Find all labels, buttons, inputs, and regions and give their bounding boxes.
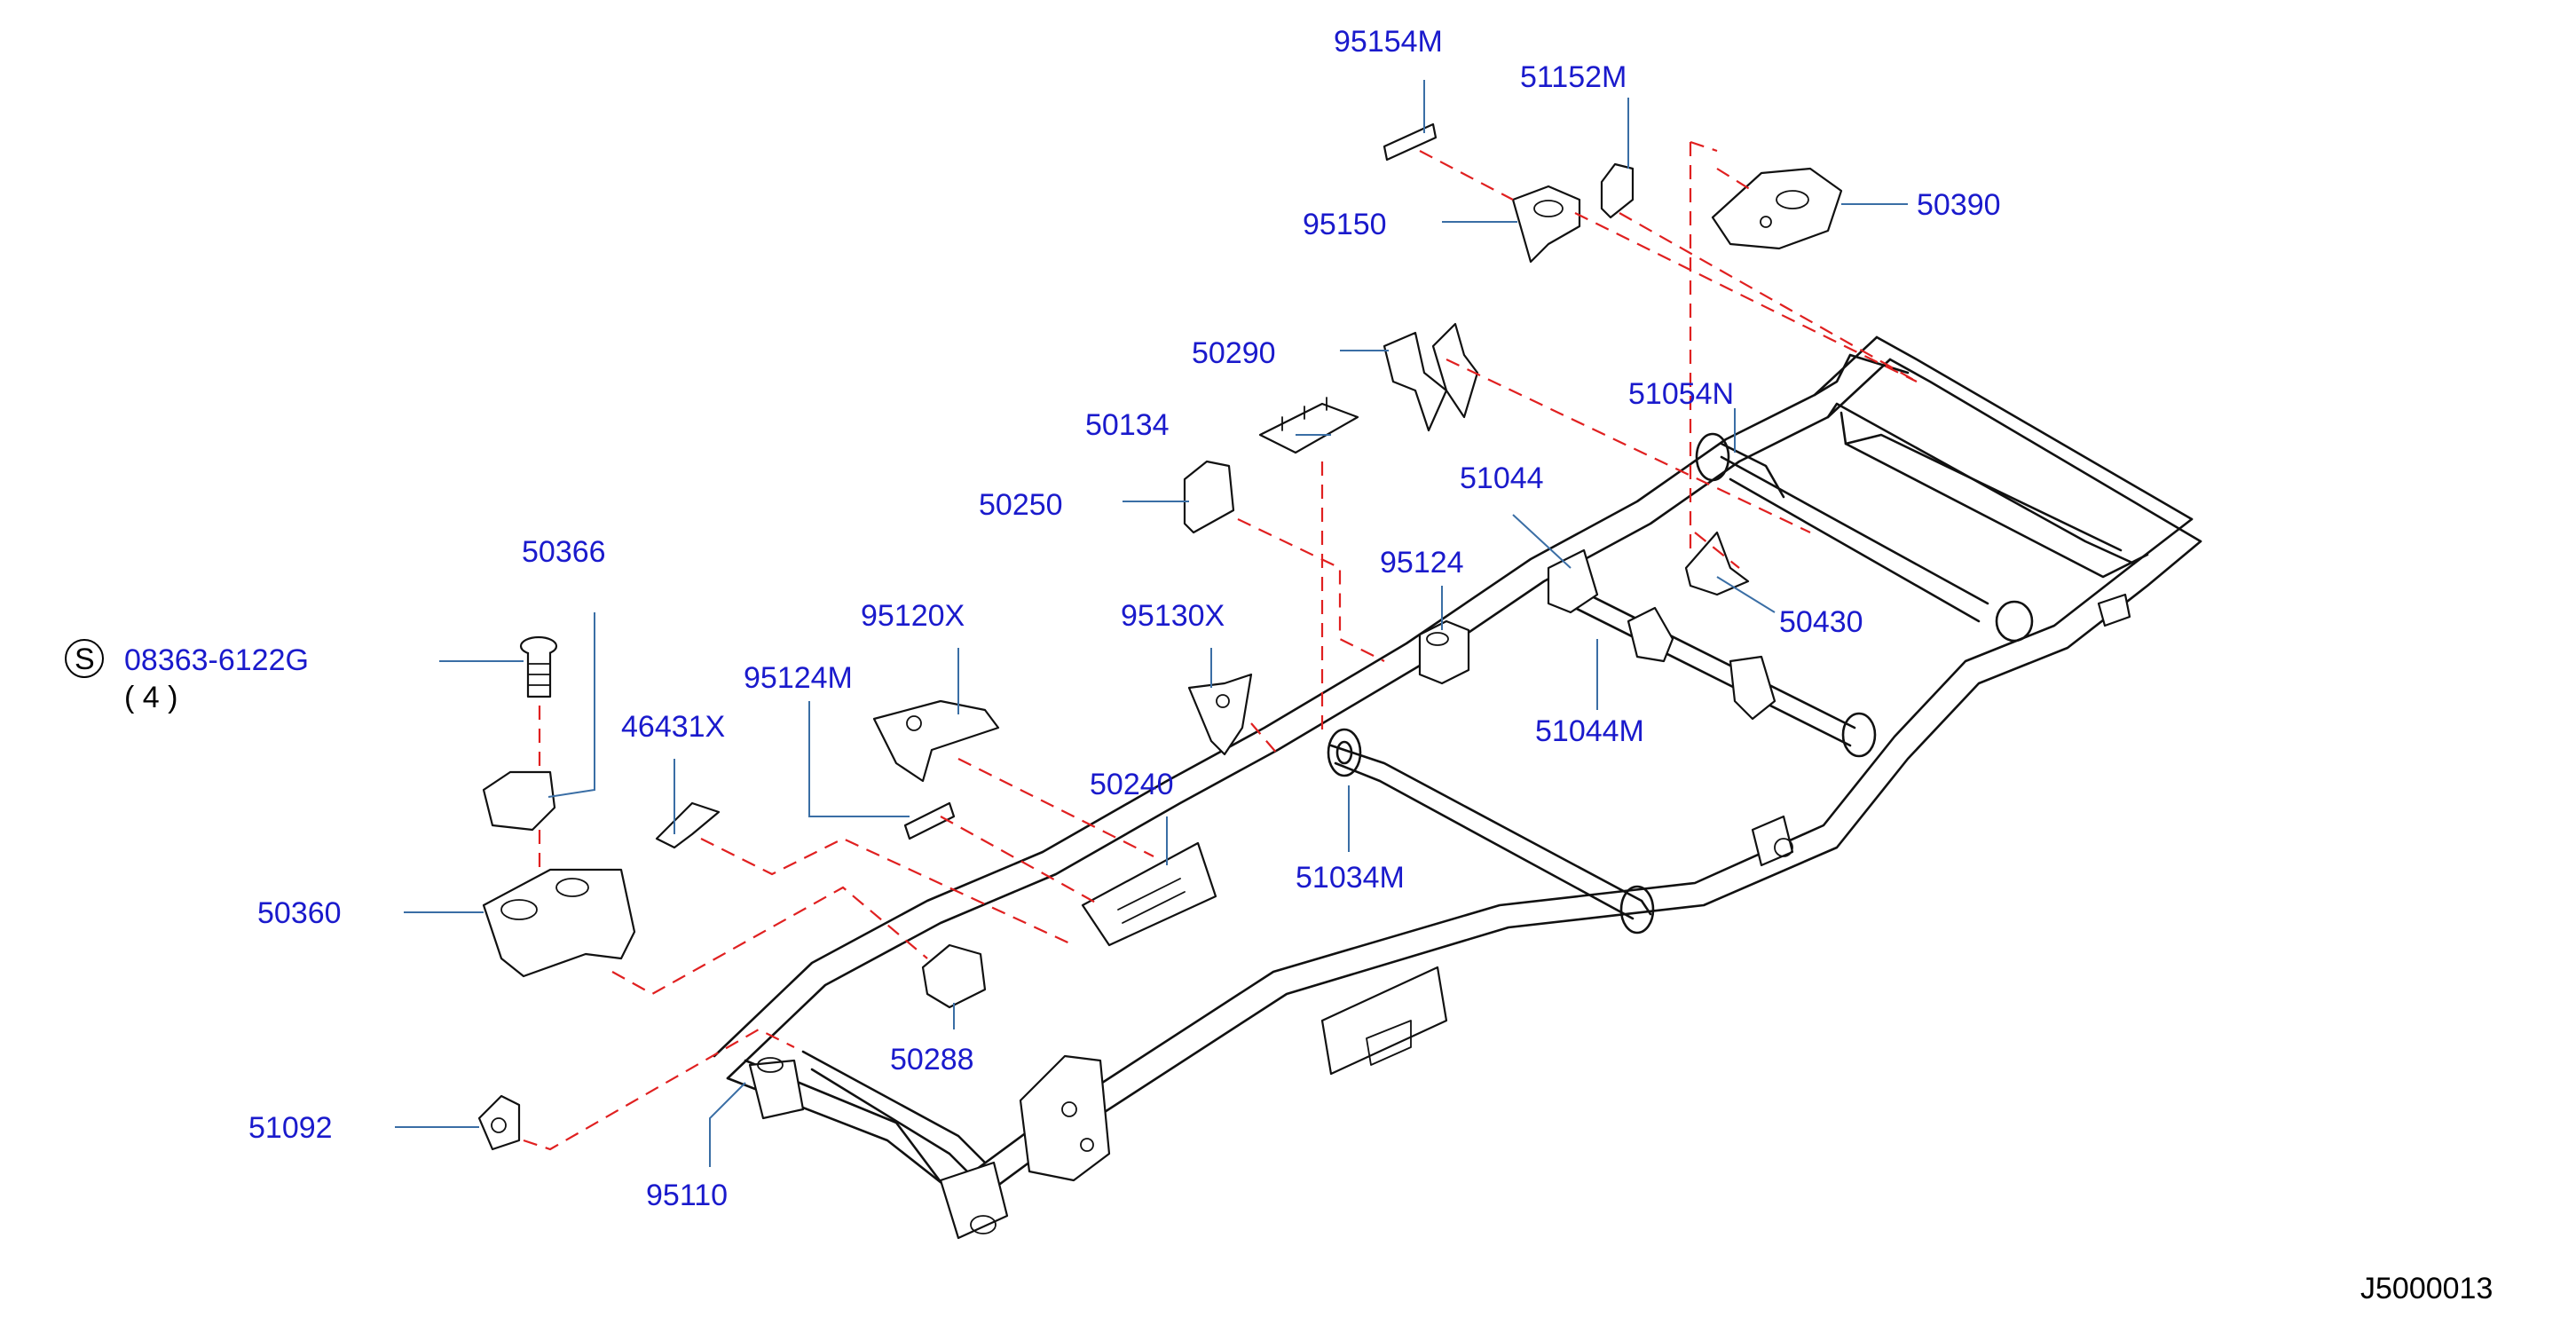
diagram-reference-code: J5000013 [2360, 1272, 2493, 1305]
part-51034M [1335, 740, 1353, 765]
part-95130X [1187, 673, 1253, 756]
label-50360: 50360 [257, 896, 342, 930]
part-50360 [482, 868, 636, 978]
part-50290 [1383, 331, 1448, 432]
part-51044 [1547, 548, 1599, 614]
assembly-lines [523, 140, 1918, 1151]
leader-lines [395, 80, 1908, 1167]
label-50290: 50290 [1192, 336, 1276, 370]
parts [477, 122, 1843, 1151]
part-51054N [1695, 432, 1730, 482]
part-labels: 95154M 51152M 50390 95150 50290 51054N 5… [65, 25, 2493, 1305]
label-08363-6122G: 08363-6122G [124, 643, 309, 677]
label-95110: 95110 [646, 1179, 728, 1212]
fastener-08363: S 08363-6122G ( 4 ) [65, 639, 309, 714]
label-51044M: 51044M [1535, 714, 1644, 748]
part-50430 [1684, 531, 1750, 596]
label-50240: 50240 [1090, 768, 1174, 801]
dash-95154M [1419, 150, 1514, 201]
part-51152M [1600, 162, 1635, 219]
part-50288 [921, 943, 987, 1009]
part-50366 [482, 770, 556, 832]
label-51054N: 51054N [1628, 377, 1734, 411]
part-95120X [872, 699, 1000, 783]
label-51152M: 51152M [1520, 60, 1627, 94]
label-95150: 95150 [1303, 208, 1387, 241]
label-50288: 50288 [890, 1043, 974, 1076]
part-46431X [655, 801, 721, 849]
part-50390 [1711, 167, 1843, 250]
part-95124 [1418, 619, 1470, 685]
part-95154M [1383, 122, 1438, 162]
label-95124: 95124 [1380, 546, 1464, 580]
label-08363-quantity: ( 4 ) [124, 681, 177, 714]
label-50250: 50250 [979, 488, 1063, 522]
label-50134: 50134 [1085, 408, 1170, 442]
label-51034M: 51034M [1296, 861, 1405, 895]
label-51092: 51092 [248, 1111, 333, 1145]
standard-part-symbol-text: S [75, 643, 95, 676]
part-08363-bolt [519, 635, 558, 698]
part-95150 [1511, 185, 1581, 264]
label-50430: 50430 [1779, 605, 1863, 639]
part-51044M [1627, 606, 1674, 663]
label-95130X: 95130X [1121, 599, 1225, 633]
part-50134 [1258, 402, 1359, 454]
label-51044: 51044 [1460, 461, 1544, 495]
part-51092 [477, 1094, 521, 1151]
label-50390: 50390 [1917, 188, 2001, 222]
part-95124M [903, 801, 956, 840]
label-95120X: 95120X [861, 599, 965, 633]
label-95124M: 95124M [744, 661, 853, 695]
chassis-frame [713, 335, 2202, 1240]
part-50250 [1183, 460, 1235, 534]
label-46431X: 46431X [621, 710, 725, 744]
label-50366: 50366 [522, 535, 606, 569]
label-95154M: 95154M [1334, 25, 1443, 59]
standard-part-symbol-icon [65, 639, 104, 678]
